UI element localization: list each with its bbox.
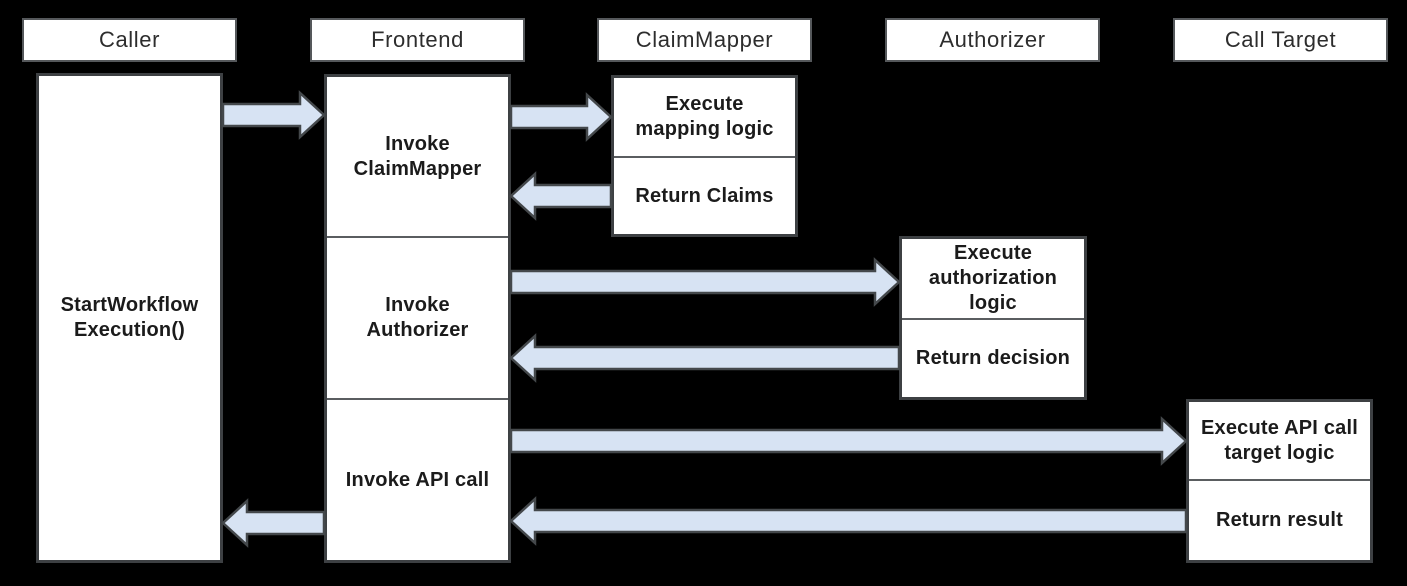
calltarget-step-execute: Execute API call target logic [1189, 402, 1370, 479]
claimmapper-step-return: Return Claims [614, 156, 795, 234]
arrow-claimmapper-to-frontend [509, 171, 613, 221]
lane-header-claimmapper: ClaimMapper [597, 18, 812, 62]
authorizer-step-execute: Execute authorization logic [902, 239, 1084, 318]
claimmapper-step-return-label: Return Claims [635, 184, 774, 207]
frontend-step-invoke-claimmapper: Invoke ClaimMapper [327, 77, 508, 236]
caller-task-label: StartWorkflow Execution() [60, 294, 199, 341]
claimmapper-task-box: Execute mapping logic Return Claims [611, 75, 798, 237]
frontend-step-invoke-claimmapper-label: Invoke ClaimMapper [353, 132, 482, 180]
authorizer-step-return-label: Return decision [915, 347, 1071, 369]
arrow-frontend-to-authorizer [509, 257, 901, 307]
authorizer-step-return: Return decision [902, 318, 1084, 397]
frontend-step-invoke-api-call-label: Invoke API call [345, 468, 490, 491]
lane-header-frontend: Frontend [310, 18, 525, 62]
lane-header-caller: Caller [22, 18, 237, 62]
lane-header-authorizer: Authorizer [885, 18, 1100, 62]
arrow-calltarget-to-frontend [509, 496, 1188, 546]
authorizer-task-box: Execute authorization logic Return decis… [899, 236, 1087, 400]
frontend-step-invoke-api-call: Invoke API call [327, 398, 508, 560]
calltarget-step-return-label: Return result [1215, 509, 1344, 531]
arrow-frontend-to-caller [221, 498, 326, 548]
claimmapper-step-execute: Execute mapping logic [614, 78, 795, 156]
claimmapper-step-execute-label: Execute mapping logic [635, 93, 774, 140]
calltarget-task-box: Execute API call target logic Return res… [1186, 399, 1373, 563]
lane-header-calltarget: Call Target [1173, 18, 1388, 62]
authorizer-step-execute-label: Execute authorization logic [928, 242, 1058, 314]
arrow-frontend-to-calltarget [509, 416, 1188, 466]
calltarget-step-return: Return result [1189, 479, 1370, 560]
frontend-step-invoke-authorizer: Invoke Authorizer [327, 236, 508, 398]
calltarget-step-execute-label: Execute API call target logic [1201, 416, 1358, 464]
caller-task-box: StartWorkflow Execution() [36, 73, 223, 563]
arrow-authorizer-to-frontend [509, 333, 901, 383]
arrow-caller-to-frontend [221, 90, 326, 140]
frontend-step-invoke-authorizer-label: Invoke Authorizer [366, 294, 469, 341]
frontend-task-box: Invoke ClaimMapper Invoke Authorizer Inv… [324, 74, 511, 563]
arrow-frontend-to-claimmapper [509, 92, 613, 142]
